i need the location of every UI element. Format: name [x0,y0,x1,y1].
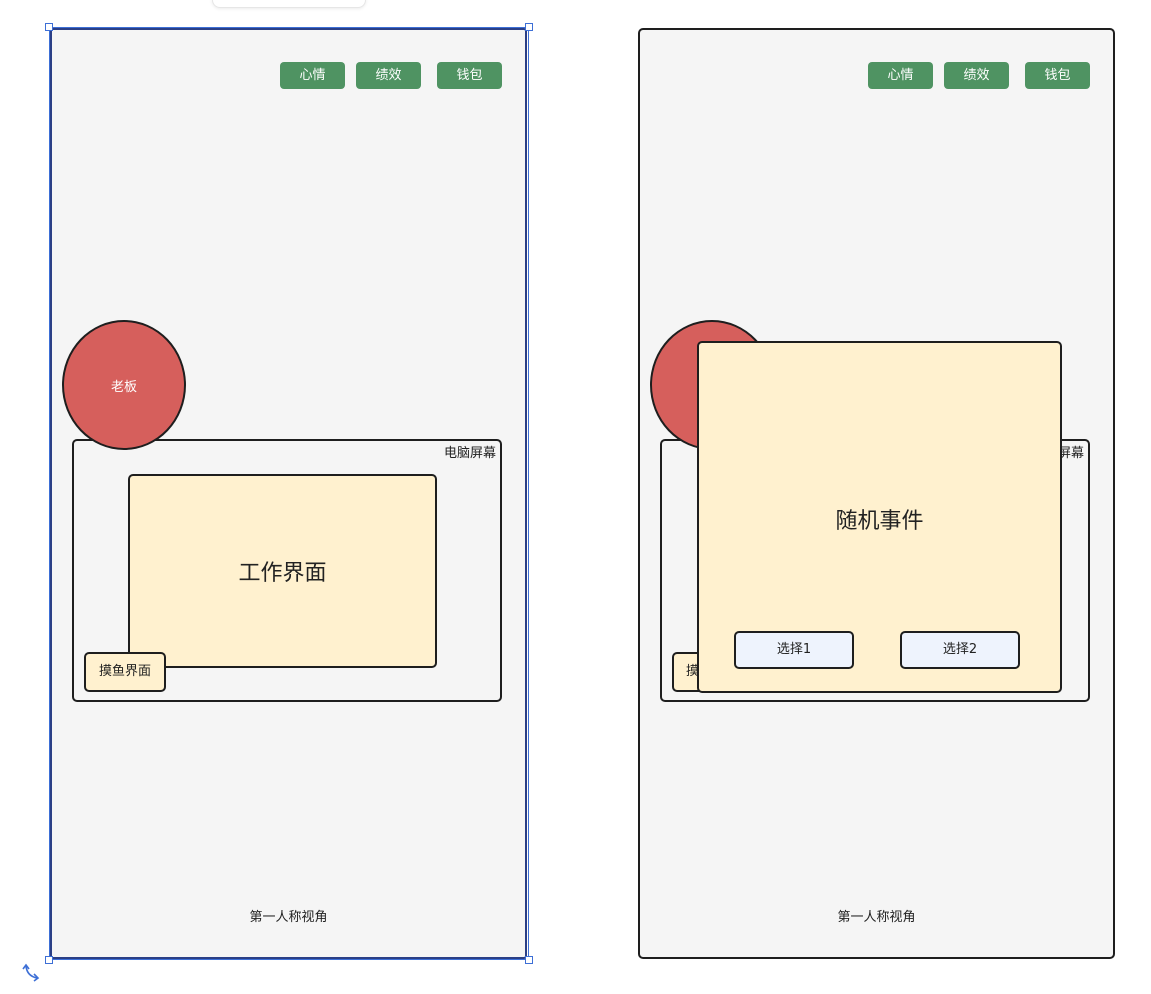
resize-handle-top-right[interactable] [525,23,533,31]
choice-1-button[interactable]: 选择1 [734,631,854,669]
selection-edge-top [49,27,529,28]
rotate-icon[interactable] [22,962,44,984]
first-person-view-label: 第一人称视角 [249,910,328,925]
work-ui-label: 工作界面 [238,561,327,586]
selection-edge-right [528,27,529,960]
wallet-button[interactable]: 钱包 [437,62,502,89]
selection-edge-bottom [49,959,529,960]
phone-frame-event-view[interactable]: 心情 绩效 钱包 屏幕 摸 随机事件 选择1 选择2 第一人称视角 [638,28,1115,959]
performance-button[interactable]: 绩效 [944,62,1009,89]
random-event-title: 随机事件 [835,509,924,534]
phone-frame-work-view[interactable]: 心情 绩效 钱包 电脑屏幕 工作界面 摸鱼界面 老板 第一人称视角 [50,28,527,959]
mood-button[interactable]: 心情 [868,62,933,89]
computer-screen[interactable]: 电脑屏幕 工作界面 摸鱼界面 [72,439,502,702]
first-person-view-label: 第一人称视角 [837,910,916,925]
computer-screen-label: 屏幕 [1057,446,1084,461]
boss-label: 老板 [110,379,137,395]
performance-button[interactable]: 绩效 [356,62,421,89]
work-ui-box[interactable]: 工作界面 [128,474,437,668]
slack-ui-label: 摸 [686,664,700,679]
tooltip-stub [212,0,366,8]
slack-ui-box[interactable]: 摸鱼界面 [84,652,166,692]
boss-circle[interactable]: 老板 [62,320,186,450]
mood-button[interactable]: 心情 [280,62,345,89]
computer-screen-label: 电脑屏幕 [443,446,496,461]
random-event-dialog[interactable]: 随机事件 选择1 选择2 [697,341,1062,693]
choice-2-button[interactable]: 选择2 [900,631,1020,669]
selection-edge-left [49,27,50,960]
resize-handle-bottom-left[interactable] [45,956,53,964]
wallet-button[interactable]: 钱包 [1025,62,1090,89]
slack-ui-label: 摸鱼界面 [98,664,151,679]
resize-handle-bottom-right[interactable] [525,956,533,964]
resize-handle-top-left[interactable] [45,23,53,31]
